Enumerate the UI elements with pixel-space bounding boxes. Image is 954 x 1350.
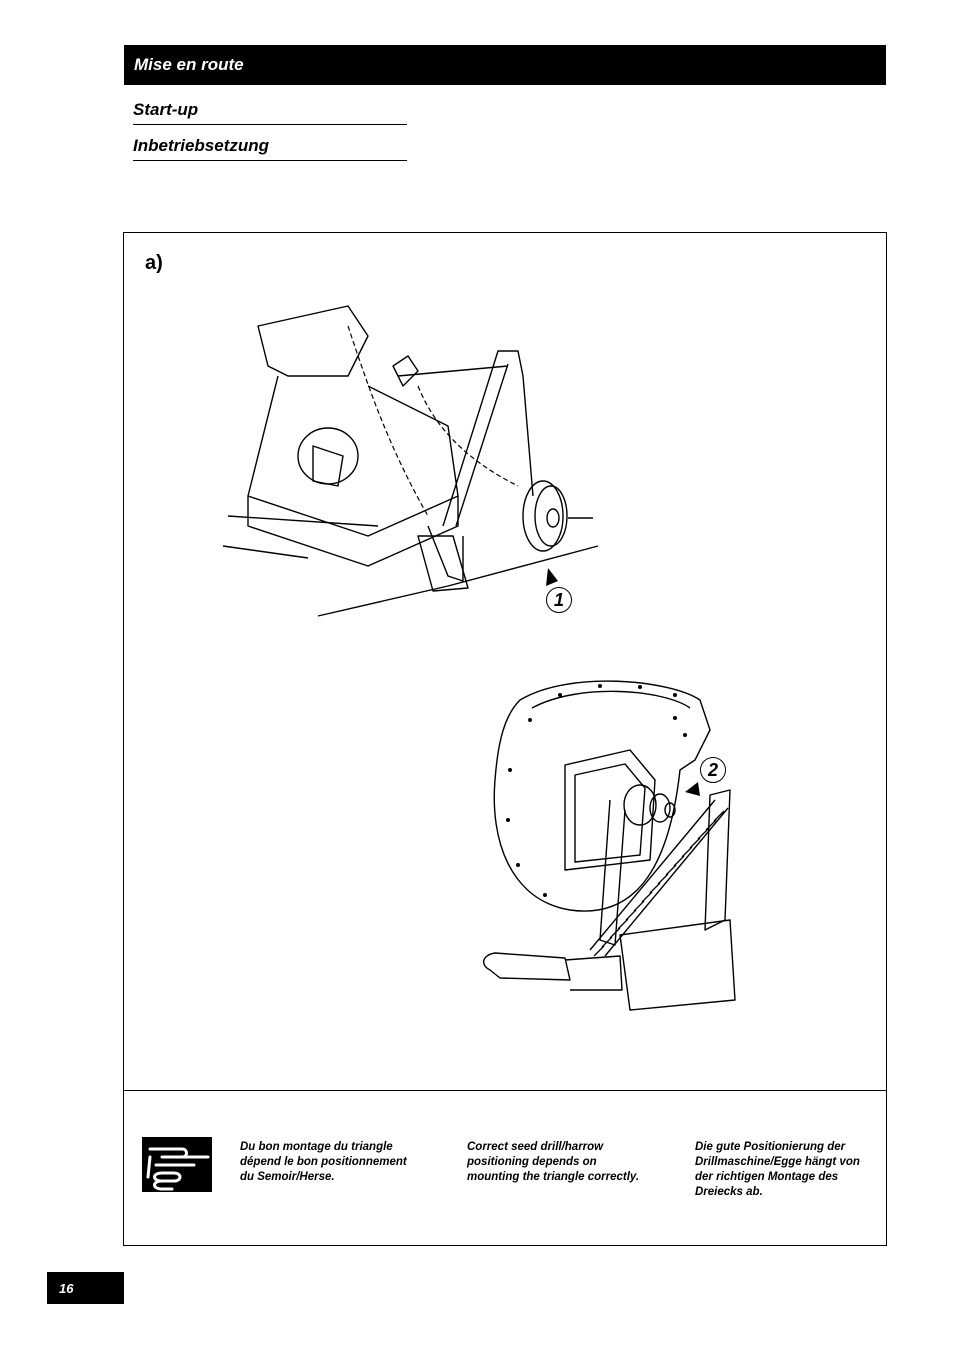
section-title: Mise en route bbox=[134, 55, 244, 74]
subtitle-english: Start-up bbox=[133, 100, 407, 125]
note-english: Correct seed drill/harrow positioning de… bbox=[467, 1141, 640, 1183]
note-french: Du bon montage du triangle dépend le bon… bbox=[240, 1141, 407, 1183]
subtitle-german: Inbetriebsetzung bbox=[133, 136, 407, 161]
section-title-bar: Mise en route bbox=[124, 45, 886, 85]
page-number-text: 16 bbox=[59, 1280, 74, 1296]
note-german: Die gute Positionierung der Drillmaschin… bbox=[695, 1141, 860, 1198]
figure-label: a) bbox=[145, 252, 163, 274]
page-number: 16 bbox=[47, 1272, 124, 1304]
callout-2: 2 bbox=[700, 757, 726, 783]
figure-frame bbox=[123, 232, 887, 1246]
hand-pointing-icon bbox=[142, 1137, 212, 1192]
hitch-triangle-illustration bbox=[222, 305, 599, 617]
callout-1: 1 bbox=[546, 587, 572, 613]
spring-tensioner-illustration bbox=[483, 680, 736, 1011]
frame-divider bbox=[123, 1090, 887, 1091]
